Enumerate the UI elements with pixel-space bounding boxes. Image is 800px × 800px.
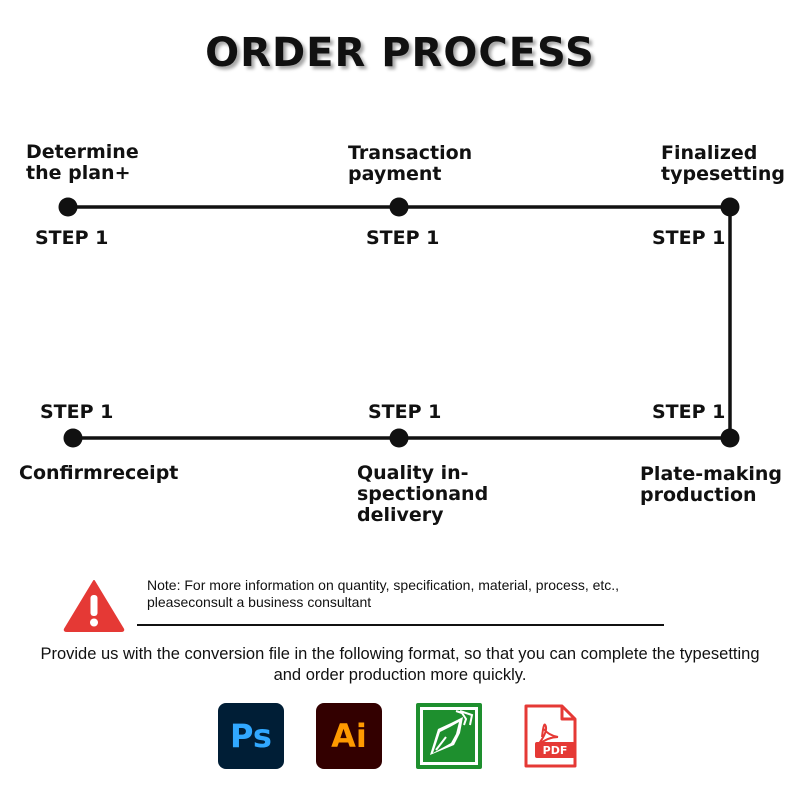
node-confirm-receipt bbox=[63, 428, 83, 448]
node-plate-making bbox=[720, 428, 740, 448]
step-number: STEP 1 bbox=[35, 227, 109, 249]
node-determine-plan bbox=[58, 197, 78, 217]
step-number: STEP 1 bbox=[368, 401, 442, 423]
node-finalized-typesetting bbox=[720, 197, 740, 217]
page-title: ORDER PROCESS bbox=[205, 30, 595, 76]
warning-icon bbox=[63, 580, 125, 632]
step-number: STEP 1 bbox=[40, 401, 114, 423]
step-label-plate-making: Plate-making production bbox=[640, 463, 783, 506]
photoshop-icon: Ps bbox=[218, 703, 284, 769]
illustrator-icon: Ai bbox=[316, 703, 382, 769]
photoshop-icon-label: Ps bbox=[230, 717, 272, 755]
step-label-confirm-receipt: Confirmreceipt bbox=[19, 462, 179, 484]
pdf-icon-label: PDF bbox=[543, 744, 568, 757]
illustrator-icon-label: Ai bbox=[331, 717, 367, 755]
format-instructions: Provide us with the conversion file in t… bbox=[40, 645, 760, 684]
node-transaction-payment bbox=[389, 197, 409, 217]
step-number: STEP 1 bbox=[366, 227, 440, 249]
step-number: STEP 1 bbox=[652, 227, 726, 249]
step-number: STEP 1 bbox=[652, 401, 726, 423]
step-label-finalized-typesetting: Finalized typesetting bbox=[661, 142, 785, 185]
note-text: Note: For more information on quantity, … bbox=[147, 577, 620, 610]
pdf-icon: PDF bbox=[524, 704, 577, 768]
coreldraw-icon bbox=[416, 703, 482, 769]
step-label-transaction-payment: Transaction payment bbox=[348, 142, 473, 185]
step-label-quality-inspection: Quality in- spectionand delivery bbox=[357, 462, 489, 526]
node-quality-inspection bbox=[389, 428, 409, 448]
step-label-determine-plan: Determine the plan+ bbox=[26, 141, 139, 184]
divider bbox=[137, 624, 664, 626]
